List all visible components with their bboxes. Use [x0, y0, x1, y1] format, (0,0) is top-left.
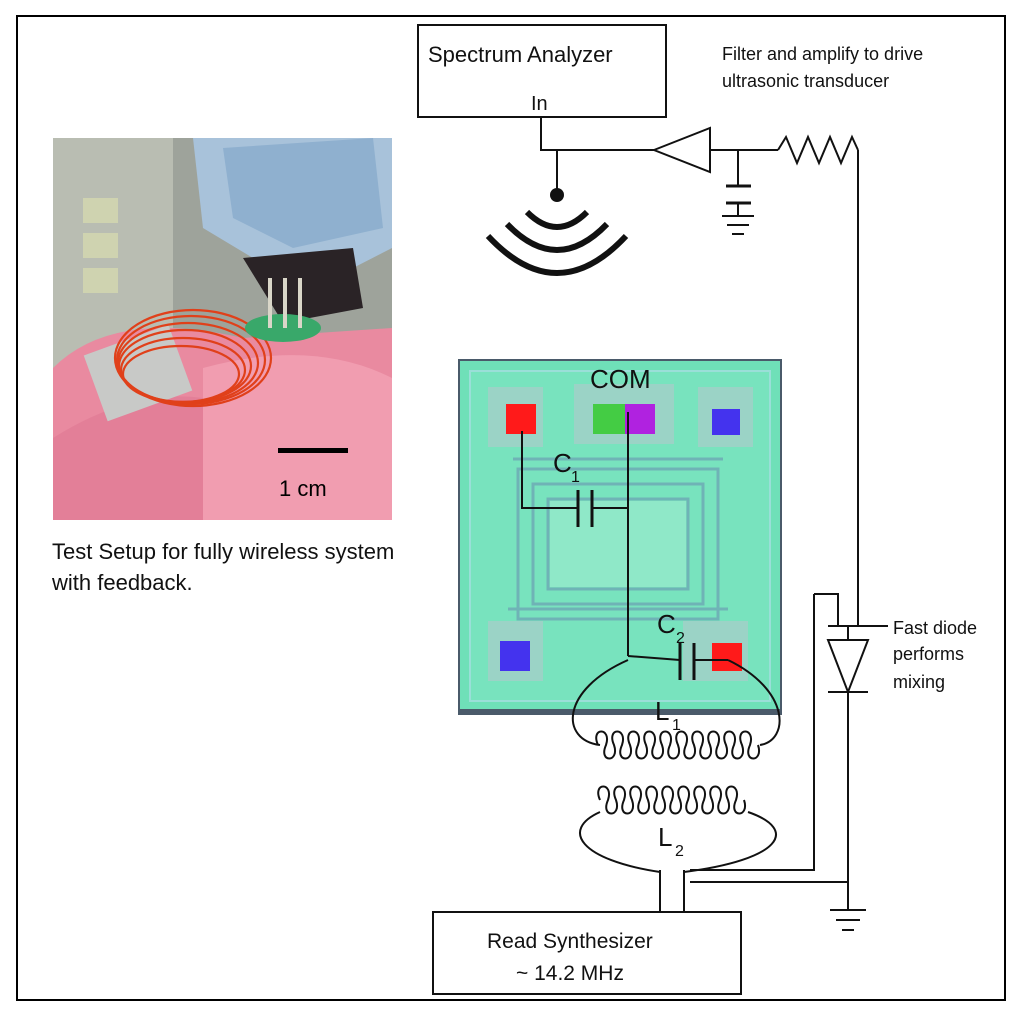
com-label: COM [590, 364, 651, 394]
c2-subscript: 2 [676, 630, 685, 647]
diode-annotation-line2: performs [893, 644, 964, 664]
c2-label: C [657, 609, 676, 639]
read-synthesizer-label: Read Synthesizer [487, 930, 653, 953]
filter-annotation-line2: ultrasonic transducer [722, 71, 889, 91]
filter-annotation-line1: Filter and amplify to drive [722, 44, 923, 64]
spectrum-analyzer-label: Spectrum Analyzer [428, 42, 613, 67]
ultrasonic-transducer-icon [485, 209, 629, 276]
inductor-l1-coil [595, 730, 761, 760]
test-setup-photo: 1 cm [53, 138, 392, 520]
pad-blue-top [712, 409, 740, 435]
pad-green [593, 404, 625, 434]
chip-layout [458, 359, 782, 715]
pad-red-top [506, 404, 536, 434]
pad-blue-bottom [500, 641, 530, 671]
pad-red-bottom [712, 643, 742, 671]
l1-label: L [655, 696, 669, 726]
scale-bar [278, 448, 348, 453]
scale-label: 1 cm [279, 476, 327, 501]
chip-illustration [458, 359, 782, 715]
c1-subscript: 1 [571, 469, 580, 486]
diode-symbol [826, 639, 870, 695]
photo-illustration: 1 cm [53, 138, 392, 520]
pad-purple [625, 404, 655, 434]
l2-subscript: 2 [675, 843, 684, 860]
diode-annotation-line3: mixing [893, 672, 945, 692]
amplifier-symbol [651, 126, 711, 174]
diode-annotation-line1: Fast diode [893, 618, 977, 638]
read-synthesizer-box [432, 911, 742, 995]
transducer-dot [550, 188, 564, 202]
l2-label: L [658, 822, 672, 852]
c1-label: C [553, 448, 572, 478]
photo-caption: Test Setup for fully wireless system wit… [52, 539, 395, 595]
inductor-l2-coil [597, 785, 747, 815]
resistor-symbol [777, 134, 859, 166]
spectrum-input-label: In [531, 93, 548, 115]
read-synthesizer-frequency: ~ 14.2 MHz [516, 962, 624, 985]
l1-subscript: 1 [672, 717, 681, 734]
